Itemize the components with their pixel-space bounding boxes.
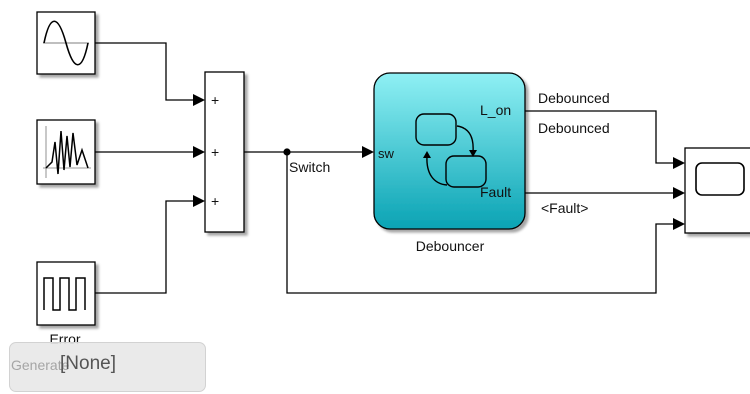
sum-port-1-sign: + (211, 92, 219, 108)
sw-input-port-label: sw (378, 146, 395, 161)
debounced-signal-label-2[interactable]: Debounced (538, 120, 610, 136)
state-chart-icon (415, 113, 487, 188)
debouncer-chart-block[interactable]: sw L_on Fault (373, 72, 526, 230)
lon-output-port-label: L_on (480, 102, 511, 118)
debounced-signal-label-1[interactable]: Debounced (538, 90, 610, 106)
pulse-to-sum-line[interactable] (95, 200, 193, 294)
fault-output-port-label: Fault (480, 184, 511, 200)
pulse-generator-block[interactable] (36, 261, 96, 326)
none-label: [None] (60, 353, 116, 374)
sine-to-sum-line[interactable] (95, 42, 193, 101)
sine-wave-block[interactable] (36, 11, 96, 75)
scope-screen-icon (695, 162, 745, 196)
fault-signal-label[interactable]: <Fault> (541, 200, 588, 216)
sum-port-3-sign: + (211, 193, 219, 209)
none-overlay-panel (9, 342, 206, 392)
arrowheads (193, 94, 685, 230)
noisy-signal-block[interactable] (36, 119, 96, 185)
sum-block[interactable]: + + + (204, 71, 245, 233)
pulse-train-icon (43, 277, 86, 311)
sine-wave-icon (43, 20, 89, 66)
generate-text-under-overlay: Generate (11, 357, 70, 373)
noise-waveform-icon (43, 126, 91, 178)
switch-signal-label[interactable]: Switch (289, 159, 330, 175)
sum-port-2-sign: + (211, 144, 219, 160)
branch-point (283, 148, 291, 156)
signal-lines (95, 42, 673, 294)
switch-to-scope-line[interactable] (286, 152, 673, 294)
lon-to-scope-line[interactable] (525, 110, 673, 164)
debouncer-block-label: Debouncer (416, 238, 485, 254)
scope-block[interactable] (684, 147, 750, 234)
